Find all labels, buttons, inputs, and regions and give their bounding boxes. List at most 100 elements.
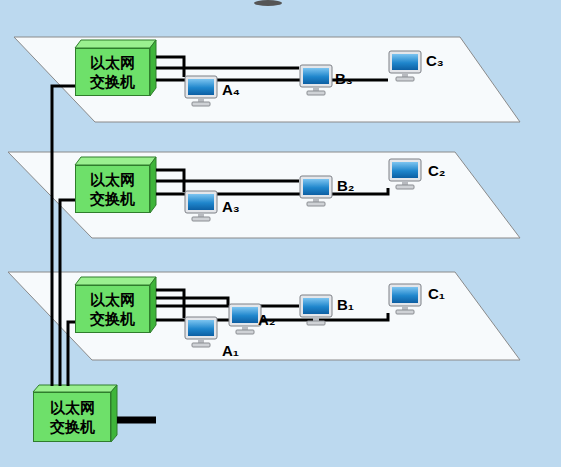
monitor-icon — [184, 75, 218, 107]
monitor-screen — [303, 179, 329, 195]
ethernet-switch: 以太网 交换机 — [75, 165, 150, 213]
monitor-frame — [389, 51, 421, 73]
monitor-neck — [402, 306, 408, 310]
monitor-screen — [392, 162, 418, 178]
monitor-icon — [299, 64, 333, 96]
network-cable — [52, 86, 75, 386]
monitor-frame — [389, 284, 421, 306]
monitor-screen — [303, 68, 329, 84]
monitor-base — [307, 321, 325, 325]
switch-label: 以太网 交换机 — [46, 398, 98, 436]
monitor-icon — [388, 50, 422, 82]
computer-label: C₂ — [428, 162, 446, 179]
monitor-base — [307, 202, 325, 206]
monitor-base — [192, 217, 210, 221]
network-cable — [156, 298, 228, 305]
monitor-frame — [185, 191, 217, 213]
monitor-screen — [232, 307, 258, 323]
monitor-base — [307, 91, 325, 95]
computer-label: B₂ — [337, 177, 355, 194]
floor-plate — [14, 37, 520, 122]
monitor-frame — [300, 65, 332, 87]
network-cable — [68, 322, 75, 386]
monitor-frame — [389, 159, 421, 181]
monitor-neck — [313, 198, 319, 202]
monitor-icon — [184, 316, 218, 348]
monitor-base — [396, 310, 414, 314]
monitor-icon — [299, 175, 333, 207]
monitor-icon — [388, 158, 422, 190]
monitor-frame — [185, 76, 217, 98]
ethernet-switch: 以太网 交换机 — [75, 285, 150, 333]
monitor-neck — [313, 87, 319, 91]
switch-label: 以太网 交换机 — [87, 170, 139, 208]
monitor-base — [236, 330, 254, 334]
switch-side-face — [150, 157, 156, 213]
monitor-frame — [300, 295, 332, 317]
computer-label: A₂ — [258, 311, 276, 328]
switch-label: 以太网 交换机 — [87, 53, 139, 91]
monitor-neck — [198, 98, 204, 102]
switch-side-face — [111, 385, 117, 442]
computer: B₁ — [299, 294, 333, 326]
monitor-screen — [188, 79, 214, 95]
computer-label: A₁ — [222, 342, 239, 359]
monitor-screen — [392, 287, 418, 303]
switch-side-face — [150, 40, 156, 96]
monitor-neck — [242, 326, 248, 330]
switch-faces — [33, 40, 156, 442]
monitor-base — [192, 102, 210, 106]
computer-label: C₁ — [428, 285, 445, 302]
monitor-neck — [198, 339, 204, 343]
ethernet-switch: 以太网 交换机 — [33, 392, 111, 442]
computer-label: B₃ — [335, 70, 353, 87]
computer-label: B₁ — [337, 296, 354, 313]
monitor-icon — [228, 303, 262, 335]
computer: A₂ — [228, 303, 262, 335]
monitor-icon — [184, 190, 218, 222]
computer: B₂ — [299, 175, 333, 207]
monitor-screen — [303, 298, 329, 314]
monitor-screen — [188, 320, 214, 336]
monitor-base — [396, 77, 414, 81]
computer: B₃ — [299, 64, 333, 96]
computer: C₁ — [388, 283, 422, 315]
monitor-neck — [402, 73, 408, 77]
monitor-neck — [313, 317, 319, 321]
computer: A₃ — [184, 190, 218, 222]
monitor-screen — [188, 194, 214, 210]
switch-top-face — [75, 277, 156, 285]
monitor-icon — [299, 294, 333, 326]
monitor-base — [192, 343, 210, 347]
network-cable — [156, 67, 299, 70]
computer: C₂ — [388, 158, 422, 190]
computer-label: C₃ — [426, 52, 444, 69]
switch-label: 以太网 交换机 — [87, 290, 139, 328]
computer: A₄ — [184, 75, 218, 107]
monitor-frame — [300, 176, 332, 198]
network-cable — [60, 200, 75, 386]
switch-top-face — [33, 385, 117, 392]
network-cable — [156, 290, 184, 318]
monitor-neck — [402, 181, 408, 185]
computer-label: A₄ — [222, 81, 240, 98]
top-mark — [254, 0, 282, 6]
computer: C₃ — [388, 50, 422, 82]
floor-plate — [8, 272, 520, 360]
monitor-frame — [185, 317, 217, 339]
monitor-screen — [392, 54, 418, 70]
ethernet-switch: 以太网 交换机 — [75, 48, 150, 96]
monitor-icon — [388, 283, 422, 315]
monitor-neck — [198, 213, 204, 217]
switch-top-face — [75, 40, 156, 48]
network-cable — [156, 305, 299, 308]
monitor-frame — [229, 304, 261, 326]
computer: A₁ — [184, 316, 218, 348]
network-cable — [156, 180, 299, 183]
monitor-base — [396, 185, 414, 189]
floor-plate — [8, 152, 520, 238]
switch-side-face — [150, 277, 156, 333]
uplink-cable — [117, 417, 156, 424]
switch-top-face — [75, 157, 156, 165]
